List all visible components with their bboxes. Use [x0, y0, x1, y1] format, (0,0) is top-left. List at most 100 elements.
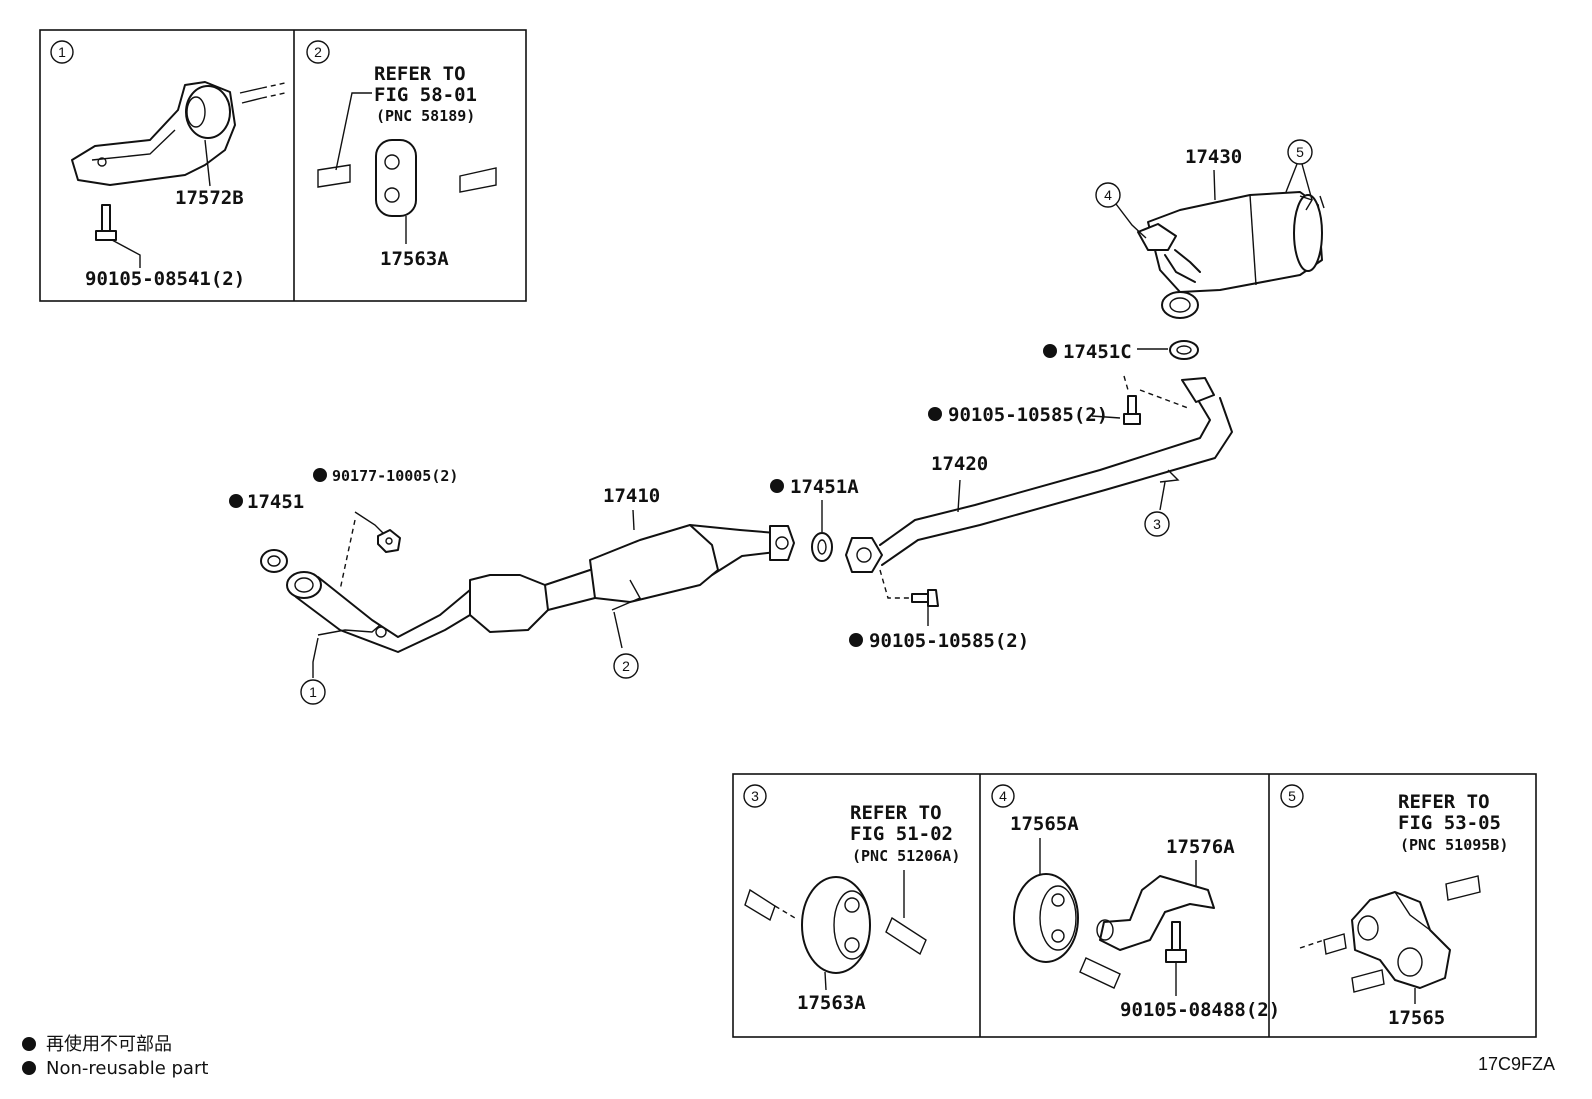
hanger-rod-left: [317, 164, 351, 188]
inset-box-3-4-5: [732, 773, 1537, 1038]
part-label-90177-10005: 90177-10005(2): [332, 467, 458, 485]
part-label-17451: 17451: [247, 491, 304, 513]
inset-5-refer-line-1: REFER TO: [1398, 791, 1490, 813]
muffler-17430-drawing: [1137, 191, 1325, 319]
inset-3-refer-line-2: FIG 51-02: [850, 823, 953, 845]
inset-4: 4 17565A 17576A 90105-08488(2): [991, 784, 1280, 1021]
part-label-17451a: 17451A: [790, 476, 859, 498]
callout-2: [613, 653, 639, 679]
bracket-17576a-drawing: [1096, 875, 1215, 951]
inset-3-marker: [743, 784, 767, 808]
callout-1-label: 1: [309, 684, 317, 700]
part-label-17430: 17430: [1185, 146, 1242, 168]
part-label-90105-08488: 90105-08488(2): [1120, 999, 1280, 1021]
hanger-rod-4: [1079, 957, 1121, 989]
leader-callout-5a: [1285, 163, 1298, 193]
dashed-bolt-line-lower: [879, 569, 918, 599]
legend-en-label: Non-reusable part: [46, 1058, 209, 1079]
non-reusable-dot: [229, 494, 243, 508]
hanger-17563a-lower-drawing: [801, 876, 871, 974]
part-label-17410: 17410: [603, 485, 660, 507]
hanger-rod-left-3: [744, 888, 776, 922]
callout-2-label: 2: [622, 658, 630, 674]
non-reusable-dot: [928, 407, 942, 421]
callout-4-label: 4: [1104, 187, 1112, 203]
inset-3-refer-line-3: (PNC 51206A): [852, 847, 960, 865]
hanger-17565-drawing: [1351, 891, 1451, 989]
hanger-17565a-drawing: [1013, 873, 1079, 963]
inset-4-marker-label: 4: [999, 788, 1007, 804]
legend-en: Non-reusable part: [22, 1058, 208, 1079]
part-label-17565a: 17565A: [1010, 813, 1079, 835]
inset-box-1-2: [39, 29, 527, 302]
part-label-17563a-top: 17563A: [380, 248, 449, 270]
hanger-rod-right-3: [885, 916, 927, 956]
nut-90177-drawing: [377, 529, 401, 553]
inset-4-marker: [991, 784, 1015, 808]
inset-2-marker-label: 2: [314, 44, 322, 60]
leader-callout-4: [1115, 203, 1147, 239]
inset-1-marker-label: 1: [58, 44, 66, 60]
leader-callout-3: [1159, 481, 1166, 511]
part-label-90105-08541: 90105-08541(2): [85, 268, 245, 290]
inset-5-marker: [1280, 784, 1304, 808]
leader-90177-10005: [354, 511, 386, 536]
non-reusable-dot: [313, 468, 327, 482]
callout-4: [1095, 182, 1121, 208]
non-reusable-dot: [1043, 344, 1057, 358]
inset-3: 3 REFER TO FIG 51-02 (PNC 51206A) 17563A: [743, 784, 960, 1014]
inset-1: 1 17572B 90105-08541(2): [50, 40, 286, 290]
callout-1: [300, 679, 326, 705]
inset-3-marker-label: 3: [751, 788, 759, 804]
gasket-17451a: [811, 532, 833, 562]
hanger-rod-right: [459, 167, 497, 193]
legend-cn: 再使用不可部品: [22, 1030, 172, 1056]
legend-dot-icon: [22, 1061, 36, 1075]
non-reusable-dot: [849, 633, 863, 647]
callout-5: [1287, 139, 1313, 165]
inset-2: 2 REFER TO FIG 58-01 (PNC 58189) 17563A: [306, 40, 497, 270]
leader-17563a-lower: [824, 971, 827, 991]
leader-17572b: [204, 139, 211, 187]
bolt-90105-upper-drawing: [1123, 395, 1141, 425]
inset-3-refer-line-1: REFER TO: [850, 802, 942, 824]
hanger-rod-5-left-dash: [1299, 939, 1325, 949]
leader-90105-upper: [1091, 415, 1121, 419]
hanger-rod-5-left: [1323, 933, 1347, 955]
pipe-17410-drawing: [286, 524, 795, 653]
hanger-17563a-drawing: [375, 139, 417, 217]
gasket-17451: [260, 549, 288, 573]
part-label-90105-10585-lower: 90105-10585(2): [869, 630, 1029, 652]
leader-17420: [957, 479, 961, 513]
dashed-stud-line: [339, 519, 356, 591]
hanger-rod-5-top: [1445, 875, 1481, 901]
leader-17410: [632, 509, 635, 531]
callout-3-label: 3: [1153, 516, 1161, 532]
inset-2-refer-line-1: REFER TO: [374, 63, 466, 85]
leader-callout-1: [312, 637, 319, 678]
inset-2-refer-line-2: FIG 58-01: [374, 84, 477, 106]
part-label-17572b: 17572B: [175, 187, 244, 209]
leader-17430: [1213, 169, 1216, 201]
part-label-17576a: 17576A: [1166, 836, 1235, 858]
inset-5-refer-line-2: FIG 53-05: [1398, 812, 1501, 834]
leader-refer-58-01: [335, 92, 372, 171]
gasket-17451c: [1169, 340, 1199, 360]
part-label-17451c: 17451C: [1063, 341, 1132, 363]
part-label-17420: 17420: [931, 453, 988, 475]
part-label-17565: 17565: [1388, 1007, 1445, 1029]
callout-3: [1144, 511, 1170, 537]
inset-2-refer-line-3: (PNC 58189): [376, 107, 475, 125]
part-label-90105-10585-upper: 90105-10585(2): [948, 404, 1108, 426]
hanger-rod-left-3-dash: [774, 905, 796, 919]
bracket-17572b-drawing: [71, 81, 286, 186]
inset-5-refer-line-3: (PNC 51095B): [1400, 836, 1508, 854]
part-label-17563a-lower: 17563A: [797, 992, 866, 1014]
leader-callout-5b: [1301, 163, 1313, 201]
legend-cn-label: 再使用不可部品: [46, 1034, 172, 1055]
non-reusable-dot: [770, 479, 784, 493]
dashed-bolt-line-upper: [1123, 375, 1189, 409]
figure-code: 17C9FZA: [1478, 1054, 1556, 1074]
pipe-17420-drawing: [845, 377, 1233, 573]
